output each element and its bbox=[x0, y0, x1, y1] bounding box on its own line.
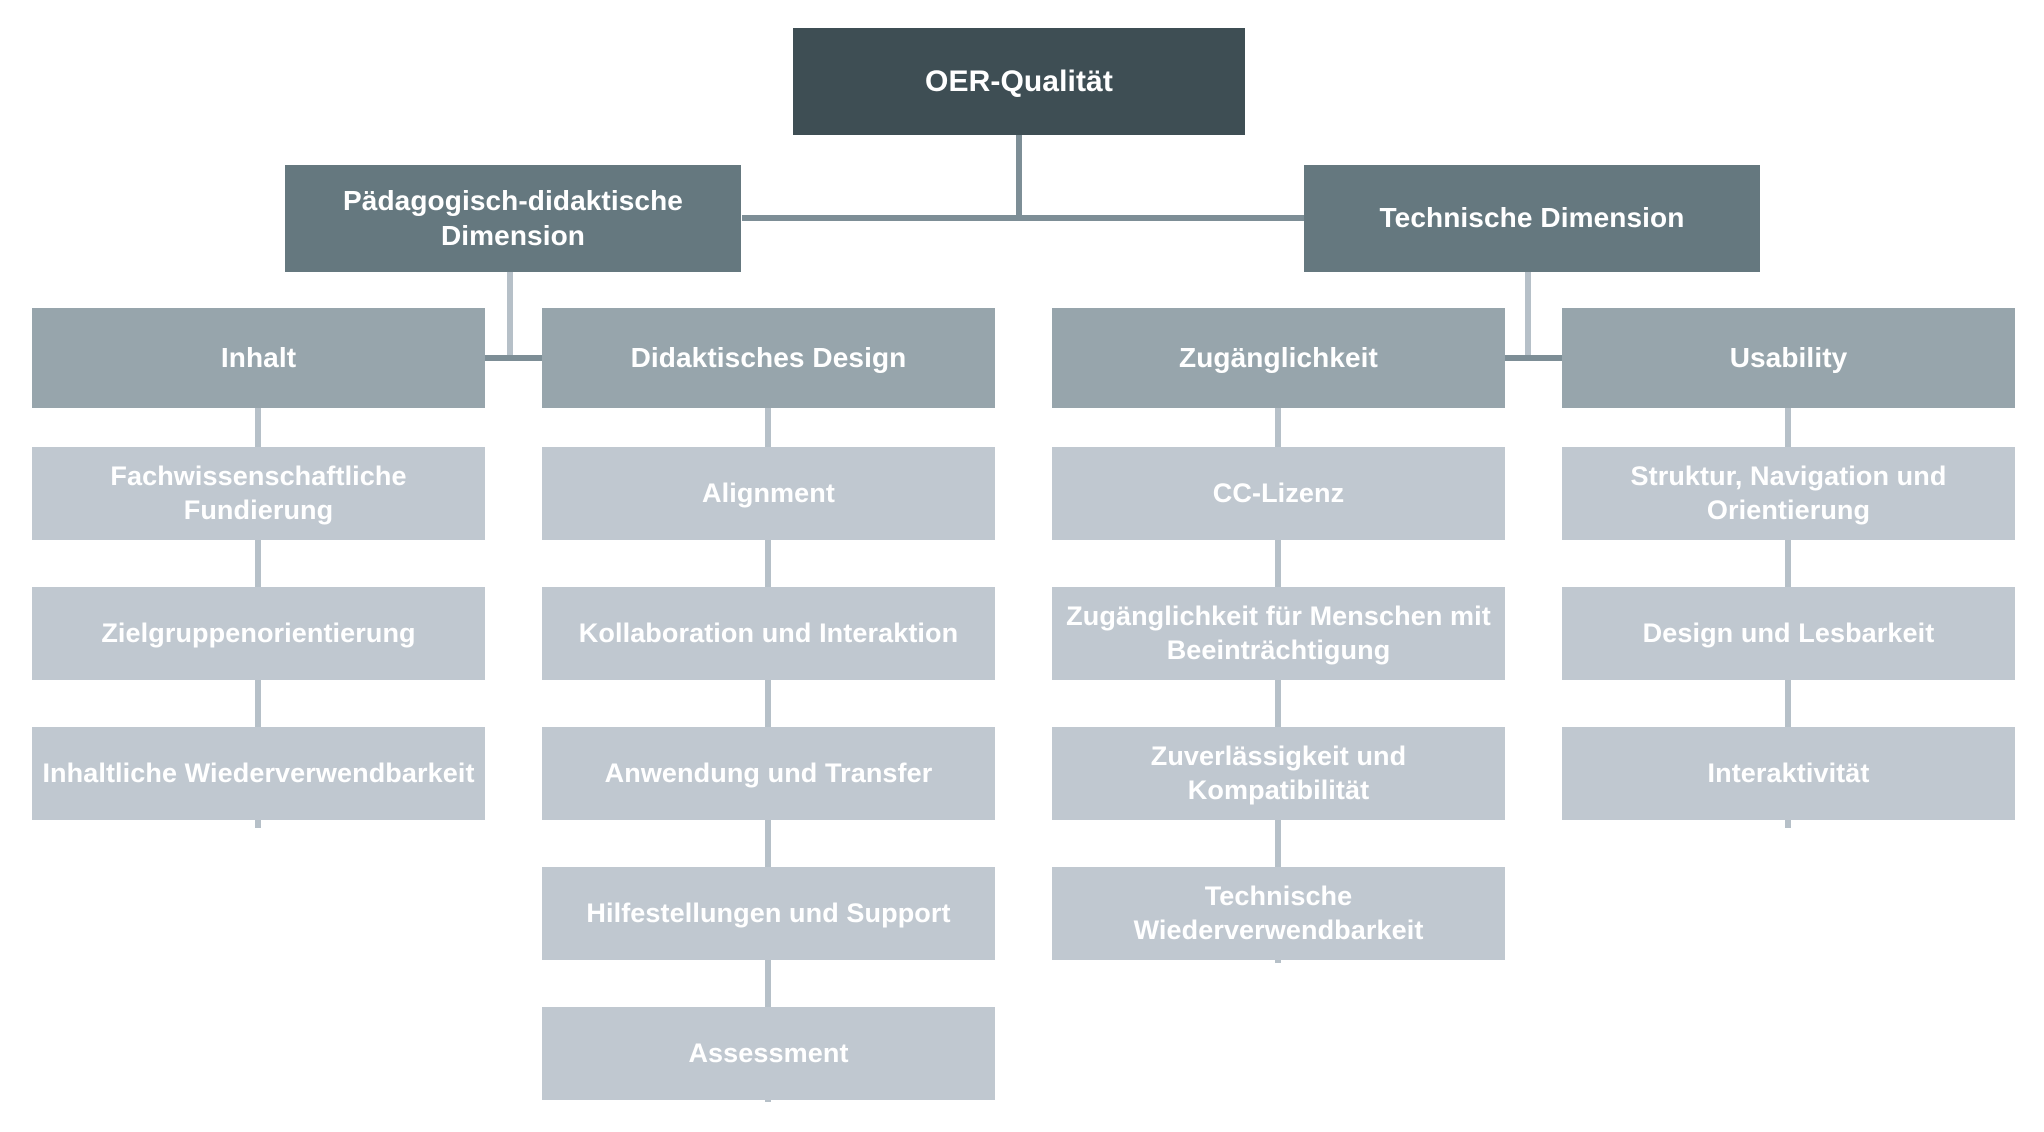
node-category-usability[interactable]: Usability bbox=[1562, 308, 2015, 408]
node-criterion-technische-wiederverwendbarkeit[interactable]: Technische Wiederverwendbarkeit bbox=[1052, 867, 1505, 960]
connector-dimension-spine bbox=[742, 215, 1304, 221]
node-criterion-zielgruppenorientierung[interactable]: Zielgruppenorientierung bbox=[32, 587, 485, 680]
node-criterion-anwendung-und-transfer[interactable]: Anwendung und Transfer bbox=[542, 727, 995, 820]
node-criterion-cc-lizenz[interactable]: CC-Lizenz bbox=[1052, 447, 1505, 540]
node-oer-qualitaet[interactable]: OER-Qualität bbox=[793, 28, 1245, 135]
node-technische-dimension[interactable]: Technische Dimension bbox=[1304, 165, 1760, 272]
node-category-didaktisches-design[interactable]: Didaktisches Design bbox=[542, 308, 995, 408]
node-criterion-alignment[interactable]: Alignment bbox=[542, 447, 995, 540]
connector-right-category-spine bbox=[1458, 355, 1598, 361]
node-category-zugaenglichkeit[interactable]: Zugänglichkeit bbox=[1052, 308, 1505, 408]
node-criterion-interaktivitaet[interactable]: Interaktivität bbox=[1562, 727, 2015, 820]
connector-root-vertical bbox=[1016, 135, 1022, 220]
node-criterion-design-und-lesbarkeit[interactable]: Design und Lesbarkeit bbox=[1562, 587, 2015, 680]
connector-left-dimension-vertical bbox=[507, 272, 513, 360]
node-criterion-fachwissenschaftliche-fundierung[interactable]: Fachwissenschaftliche Fundierung bbox=[32, 447, 485, 540]
node-criterion-struktur-navigation-und-orientierung[interactable]: Struktur, Navigation und Orientierung bbox=[1562, 447, 2015, 540]
node-criterion-kollaboration-und-interaktion[interactable]: Kollaboration und Interaktion bbox=[542, 587, 995, 680]
node-category-inhalt[interactable]: Inhalt bbox=[32, 308, 485, 408]
node-criterion-assessment[interactable]: Assessment bbox=[542, 1007, 995, 1100]
node-criterion-zugaenglichkeit-fuer-menschen-mit-beeintraechtigung[interactable]: Zugänglichkeit für Menschen mit Beeinträ… bbox=[1052, 587, 1505, 680]
node-criterion-inhaltliche-wiederverwendbarkeit[interactable]: Inhaltliche Wiederverwendbarkeit bbox=[32, 727, 485, 820]
node-paedagogisch-didaktische-dimension[interactable]: Pädagogisch-didaktische Dimension bbox=[285, 165, 741, 272]
node-criterion-hilfestellungen-und-support[interactable]: Hilfestellungen und Support bbox=[542, 867, 995, 960]
connector-right-dimension-vertical bbox=[1525, 272, 1531, 360]
connector-left-category-spine bbox=[440, 355, 580, 361]
node-criterion-zuverlaessigkeit-und-kompatibilitaet[interactable]: Zuverlässigkeit und Kompatibilität bbox=[1052, 727, 1505, 820]
connector-col3-chain bbox=[1275, 408, 1281, 963]
